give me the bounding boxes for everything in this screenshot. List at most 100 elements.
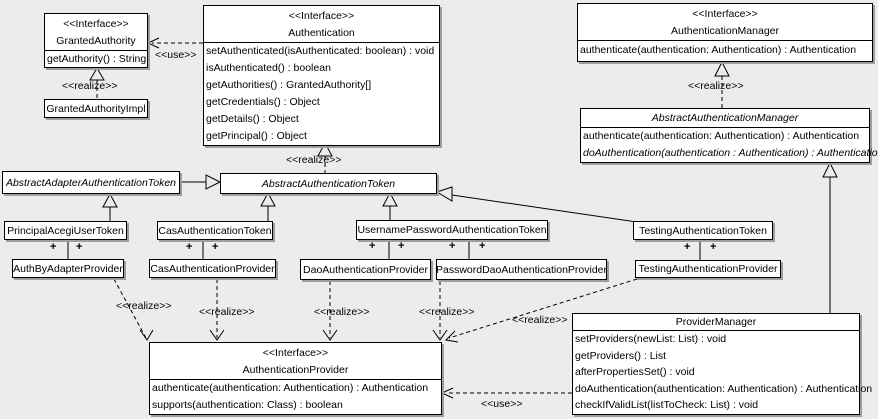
use-edge-providermanager: [440, 387, 572, 399]
class-provider-manager[interactable]: ProviderManager setProviders(newList: Li…: [572, 313, 873, 415]
class-name: AbstractAuthenticationToken: [261, 177, 396, 190]
class-name: UsernamePasswordAuthenticationToken: [357, 224, 547, 236]
realize-label: <<realize>>: [688, 80, 744, 92]
realize-edge-grantedauthorityimpl: [89, 67, 105, 99]
method-label: isAuthenticated() : boolean: [206, 62, 331, 74]
class-cas-authentication-provider[interactable]: CasAuthenticationProvider: [149, 259, 276, 278]
generalization-edge-usernamepasswordtoken: [382, 191, 398, 220]
method-label: getAuthority() : String: [47, 53, 147, 65]
multiplicity-plus: +: [398, 240, 405, 252]
method-label: authenticate(authentication: Authenticat…: [580, 44, 857, 56]
method-label: supports(authentication: Class) : boolea…: [152, 399, 343, 411]
multiplicity-plus: +: [710, 241, 717, 253]
class-password-dao-authentication-provider[interactable]: PasswordDaoAuthenticationProvider: [436, 259, 607, 280]
class-header: <<Interface>> GrantedAuthority: [45, 14, 147, 51]
class-name: Authentication: [288, 27, 355, 39]
use-edge-authentication-grantedauthority: [146, 37, 203, 49]
class-authentication[interactable]: <<Interface>> Authentication setAuthenti…: [203, 5, 440, 146]
realize-label: <<realize>>: [512, 314, 568, 326]
method-label: setAuthenticated(isAuthenticated: boolea…: [206, 45, 435, 57]
class-header: AbstractAuthenticationManager: [581, 109, 869, 128]
method-label: doAuthentication(authentication : Authen…: [583, 147, 878, 159]
multiplicity-plus: +: [186, 241, 193, 253]
realize-edge-abstractauthenticationmanager: [714, 60, 730, 108]
class-abstract-adapter-authentication-token[interactable]: AbstractAdapterAuthenticationToken: [2, 171, 180, 194]
multiplicity-plus: +: [50, 241, 57, 253]
realize-edge-testingprovider: [444, 278, 638, 343]
multiplicity-plus: +: [76, 241, 83, 253]
realize-edge-passworddaoprovider: [432, 281, 448, 341]
multiplicity-plus: +: [479, 240, 486, 252]
multiplicity-plus: +: [369, 240, 376, 252]
class-abstract-authentication-token[interactable]: AbstractAuthenticationToken: [220, 173, 437, 194]
class-auth-by-adapter-provider[interactable]: AuthByAdapterProvider: [12, 259, 124, 278]
class-name: PrincipalAcegiUserToken: [7, 224, 124, 237]
method-label: getPrincipal() : Object: [206, 130, 307, 142]
method-label: getCredentials() : Object: [206, 96, 320, 108]
stereotype-label: <<Interface>>: [63, 18, 129, 30]
class-name: TestingAuthenticationProvider: [638, 263, 778, 275]
class-principal-acegi-user-token[interactable]: PrincipalAcegiUserToken: [4, 221, 127, 240]
class-name: CasAuthenticationProvider: [150, 262, 275, 275]
class-header: <<Interface>> Authentication: [204, 6, 439, 43]
multiplicity-plus: +: [449, 240, 456, 252]
class-granted-authority[interactable]: <<Interface>> GrantedAuthority getAuthor…: [44, 13, 148, 68]
method-label: getAuthorities() : GrantedAuthority[]: [206, 79, 372, 91]
realize-edge-casprovider: [209, 279, 225, 341]
class-header: ProviderManager: [573, 314, 859, 331]
method-label: getProviders() : List: [575, 349, 667, 362]
class-name: GrantedAuthority: [56, 35, 136, 47]
realize-label: <<realize>>: [62, 80, 118, 92]
realize-edge-daoprovider: [322, 281, 338, 341]
method-label: authenticate(authentication: Authenticat…: [152, 382, 429, 394]
method-label: doAuthentication(authentication: Authent…: [575, 382, 873, 395]
class-testing-authentication-provider[interactable]: TestingAuthenticationProvider: [635, 260, 781, 278]
class-name: AuthByAdapterProvider: [13, 262, 123, 275]
generalization-edge-castoken: [260, 191, 276, 221]
realize-label: <<realize>>: [286, 154, 342, 166]
class-cas-authentication-token[interactable]: CasAuthenticationToken: [157, 221, 273, 240]
class-username-password-authentication-token[interactable]: UsernamePasswordAuthenticationToken: [356, 220, 548, 240]
generalization-edge-abstractadapter: [180, 174, 222, 190]
class-header: <<Interface>> AuthenticationManager: [578, 4, 872, 41]
class-name: AuthenticationManager: [671, 25, 779, 37]
class-name: ProviderManager: [675, 316, 757, 328]
multiplicity-plus: +: [212, 241, 219, 253]
multiplicity-plus: +: [684, 241, 691, 253]
class-header: <<Interface>> AuthenticationProvider: [150, 343, 441, 380]
class-abstract-authentication-manager[interactable]: AbstractAuthenticationManager authentica…: [580, 108, 878, 163]
realize-label: <<realize>>: [314, 306, 370, 318]
class-name: AbstractAdapterAuthenticationToken: [5, 176, 177, 189]
realize-label: <<realize>>: [419, 306, 475, 318]
realize-edge-abstractauthenticationtoken: [317, 141, 333, 173]
class-granted-authority-impl[interactable]: GrantedAuthorityImpl: [44, 99, 148, 118]
method-label: afterPropertiesSet() : void: [575, 366, 695, 379]
stereotype-label: <<Interface>>: [692, 8, 758, 20]
class-dao-authentication-provider[interactable]: DaoAuthenticationProvider: [300, 259, 431, 280]
generalization-edge-providermanager: [822, 161, 838, 313]
use-label: <<use>>: [481, 398, 523, 410]
class-testing-authentication-token[interactable]: TestingAuthenticationToken: [633, 221, 773, 240]
class-name: AbstractAuthenticationManager: [651, 112, 799, 124]
class-name: PasswordDaoAuthenticationProvider: [436, 263, 608, 276]
class-authentication-provider[interactable]: <<Interface>> AuthenticationProvider aut…: [149, 342, 442, 415]
realize-label: <<realize>>: [199, 306, 255, 318]
generalization-edge-principaltoken: [102, 192, 118, 221]
stereotype-label: <<Interface>>: [288, 10, 355, 22]
class-name: GrantedAuthorityImpl: [46, 102, 146, 115]
method-label: getDetails() : Object: [206, 113, 299, 125]
class-authentication-manager[interactable]: <<Interface>> AuthenticationManager auth…: [577, 3, 873, 62]
class-name: TestingAuthenticationToken: [639, 224, 767, 237]
stereotype-label: <<Interface>>: [262, 347, 329, 359]
class-name: AuthenticationProvider: [242, 364, 349, 376]
method-label: checkIfValidList(listToCheck: List) : vo…: [575, 399, 759, 412]
generalization-edge-testingtoken: [435, 186, 638, 223]
use-label: <<use>>: [155, 49, 197, 61]
realize-edge-authbyadapterprovider: [113, 278, 154, 341]
class-name: DaoAuthenticationProvider: [303, 263, 428, 276]
method-label: setProviders(newList: List) : void: [575, 333, 727, 345]
class-name: CasAuthenticationToken: [158, 224, 272, 237]
method-label: authenticate(authentication: Authenticat…: [583, 130, 860, 142]
